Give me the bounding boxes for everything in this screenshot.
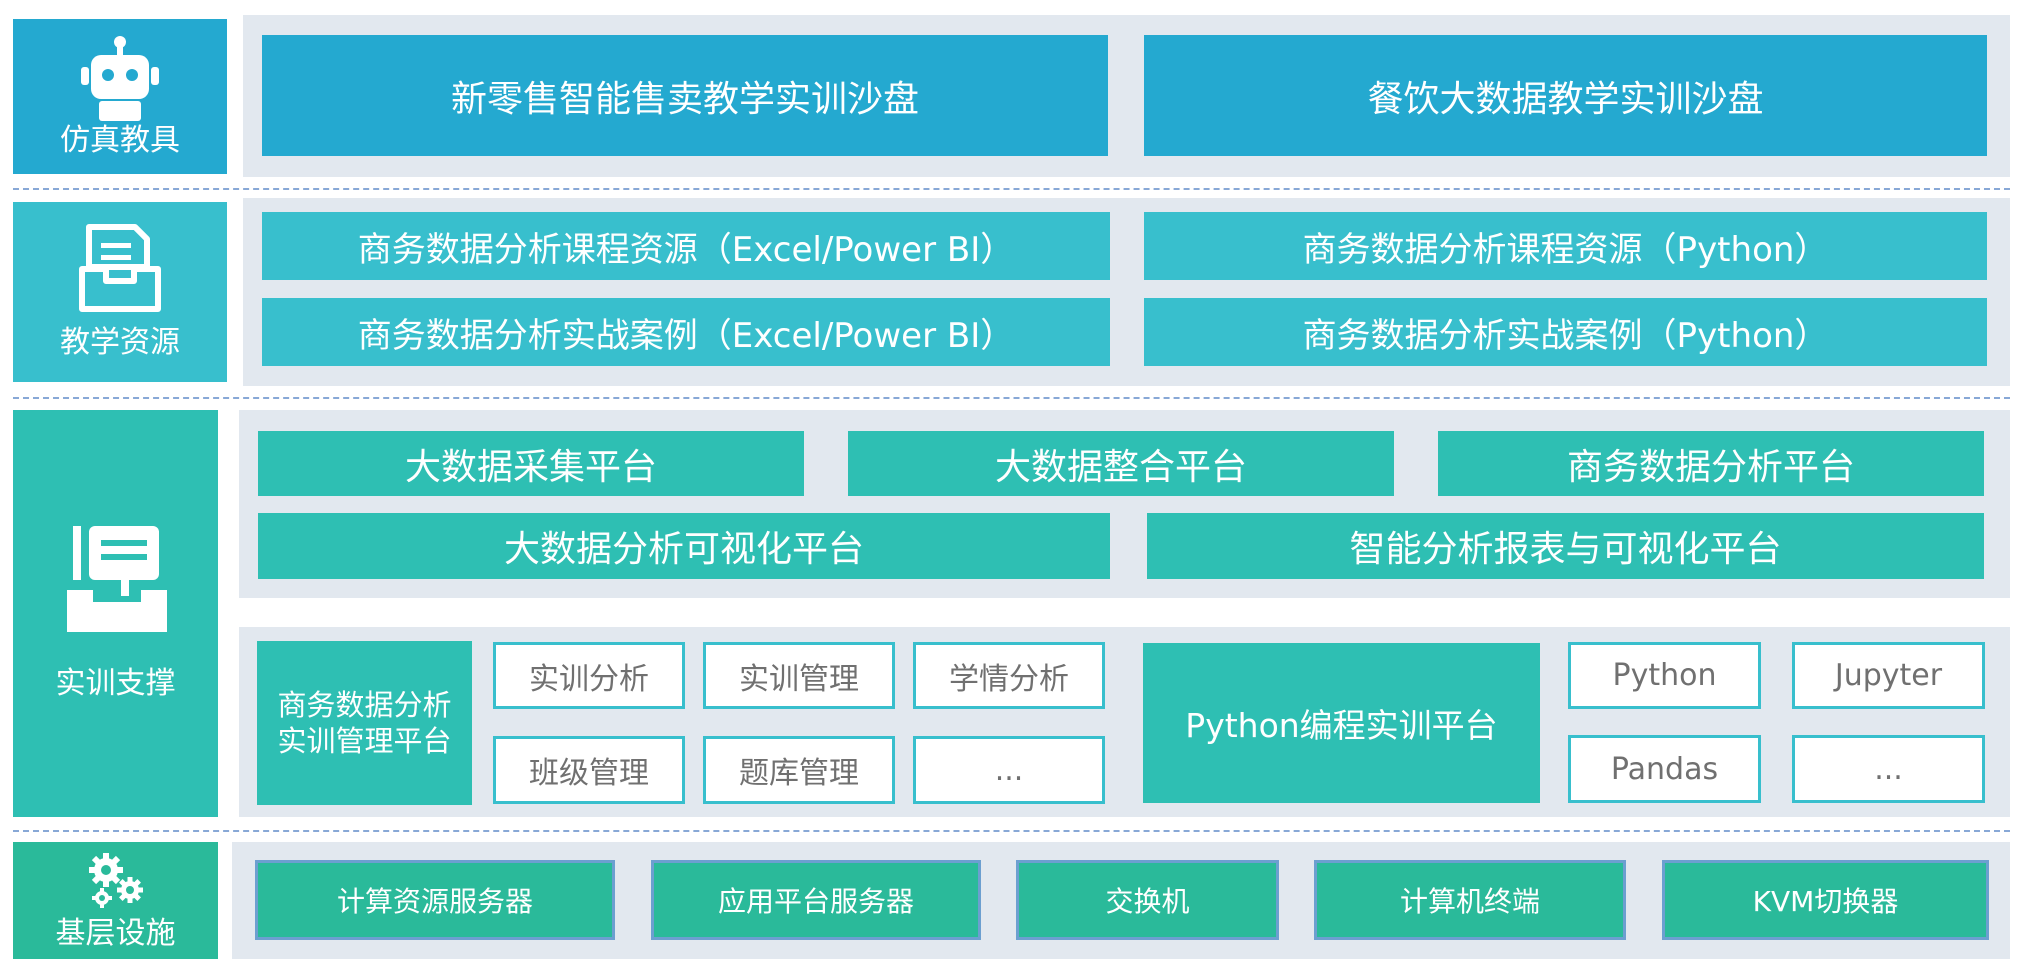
infra-item: 交换机 [1016,860,1279,940]
infra-item: KVM切换器 [1662,860,1989,940]
teaching-item: 商务数据分析课程资源（Python） [1144,212,1987,280]
platform-box: 大数据分析可视化平台 [258,513,1110,579]
layer-label-text: 教学资源 [60,325,180,360]
python-item: Pandas [1568,735,1761,803]
python-platform-title: Python编程实训平台 [1143,643,1540,803]
mgmt-platform-title: 商务数据分析实训管理平台 [257,641,472,805]
mgmt-item: 实训管理 [703,642,895,709]
mgmt-item: 班级管理 [493,736,685,804]
simulation-item: 新零售智能售卖教学实训沙盘 [262,35,1108,156]
python-item: Python [1568,642,1761,709]
mgmt-item: 学情分析 [913,642,1105,709]
layer-divider [13,188,2010,190]
simulation-item: 餐饮大数据教学实训沙盘 [1144,35,1987,156]
layer-training-label: 实训支撑 [13,410,218,817]
mgmt-item: 实训分析 [493,642,685,709]
layer-simulation-label: 仿真教具 [13,19,227,174]
platform-box: 大数据采集平台 [258,431,804,496]
layer-teaching-label: 教学资源 [13,202,227,382]
infra-item: 计算资源服务器 [255,860,615,940]
gears-icon [88,852,143,908]
robot-icon [81,35,159,121]
layer-divider [13,830,2010,832]
platform-box: 商务数据分析平台 [1438,431,1984,496]
python-item: ... [1792,735,1985,803]
layer-label-text: 仿真教具 [60,122,180,158]
teaching-item: 商务数据分析实战案例（Python） [1144,298,1987,366]
layer-label-text: 实训支撑 [55,665,176,701]
teaching-item: 商务数据分析课程资源（Excel/Power BI） [262,212,1110,280]
layer-infra-label: 基层设施 [13,842,218,959]
mgmt-item: ... [913,736,1105,804]
document-tray-icon [79,224,161,312]
platform-box: 智能分析报表与可视化平台 [1147,513,1984,579]
platform-box: 大数据整合平台 [848,431,1394,496]
python-item: Jupyter [1792,642,1985,709]
training-desk-icon [66,525,167,632]
layer-label-text: 基层设施 [55,915,176,951]
mgmt-item: 题库管理 [703,736,895,804]
layer-divider [13,397,2010,399]
infra-item: 计算机终端 [1314,860,1626,940]
teaching-item: 商务数据分析实战案例（Excel/Power BI） [262,298,1110,366]
infra-item: 应用平台服务器 [651,860,981,940]
